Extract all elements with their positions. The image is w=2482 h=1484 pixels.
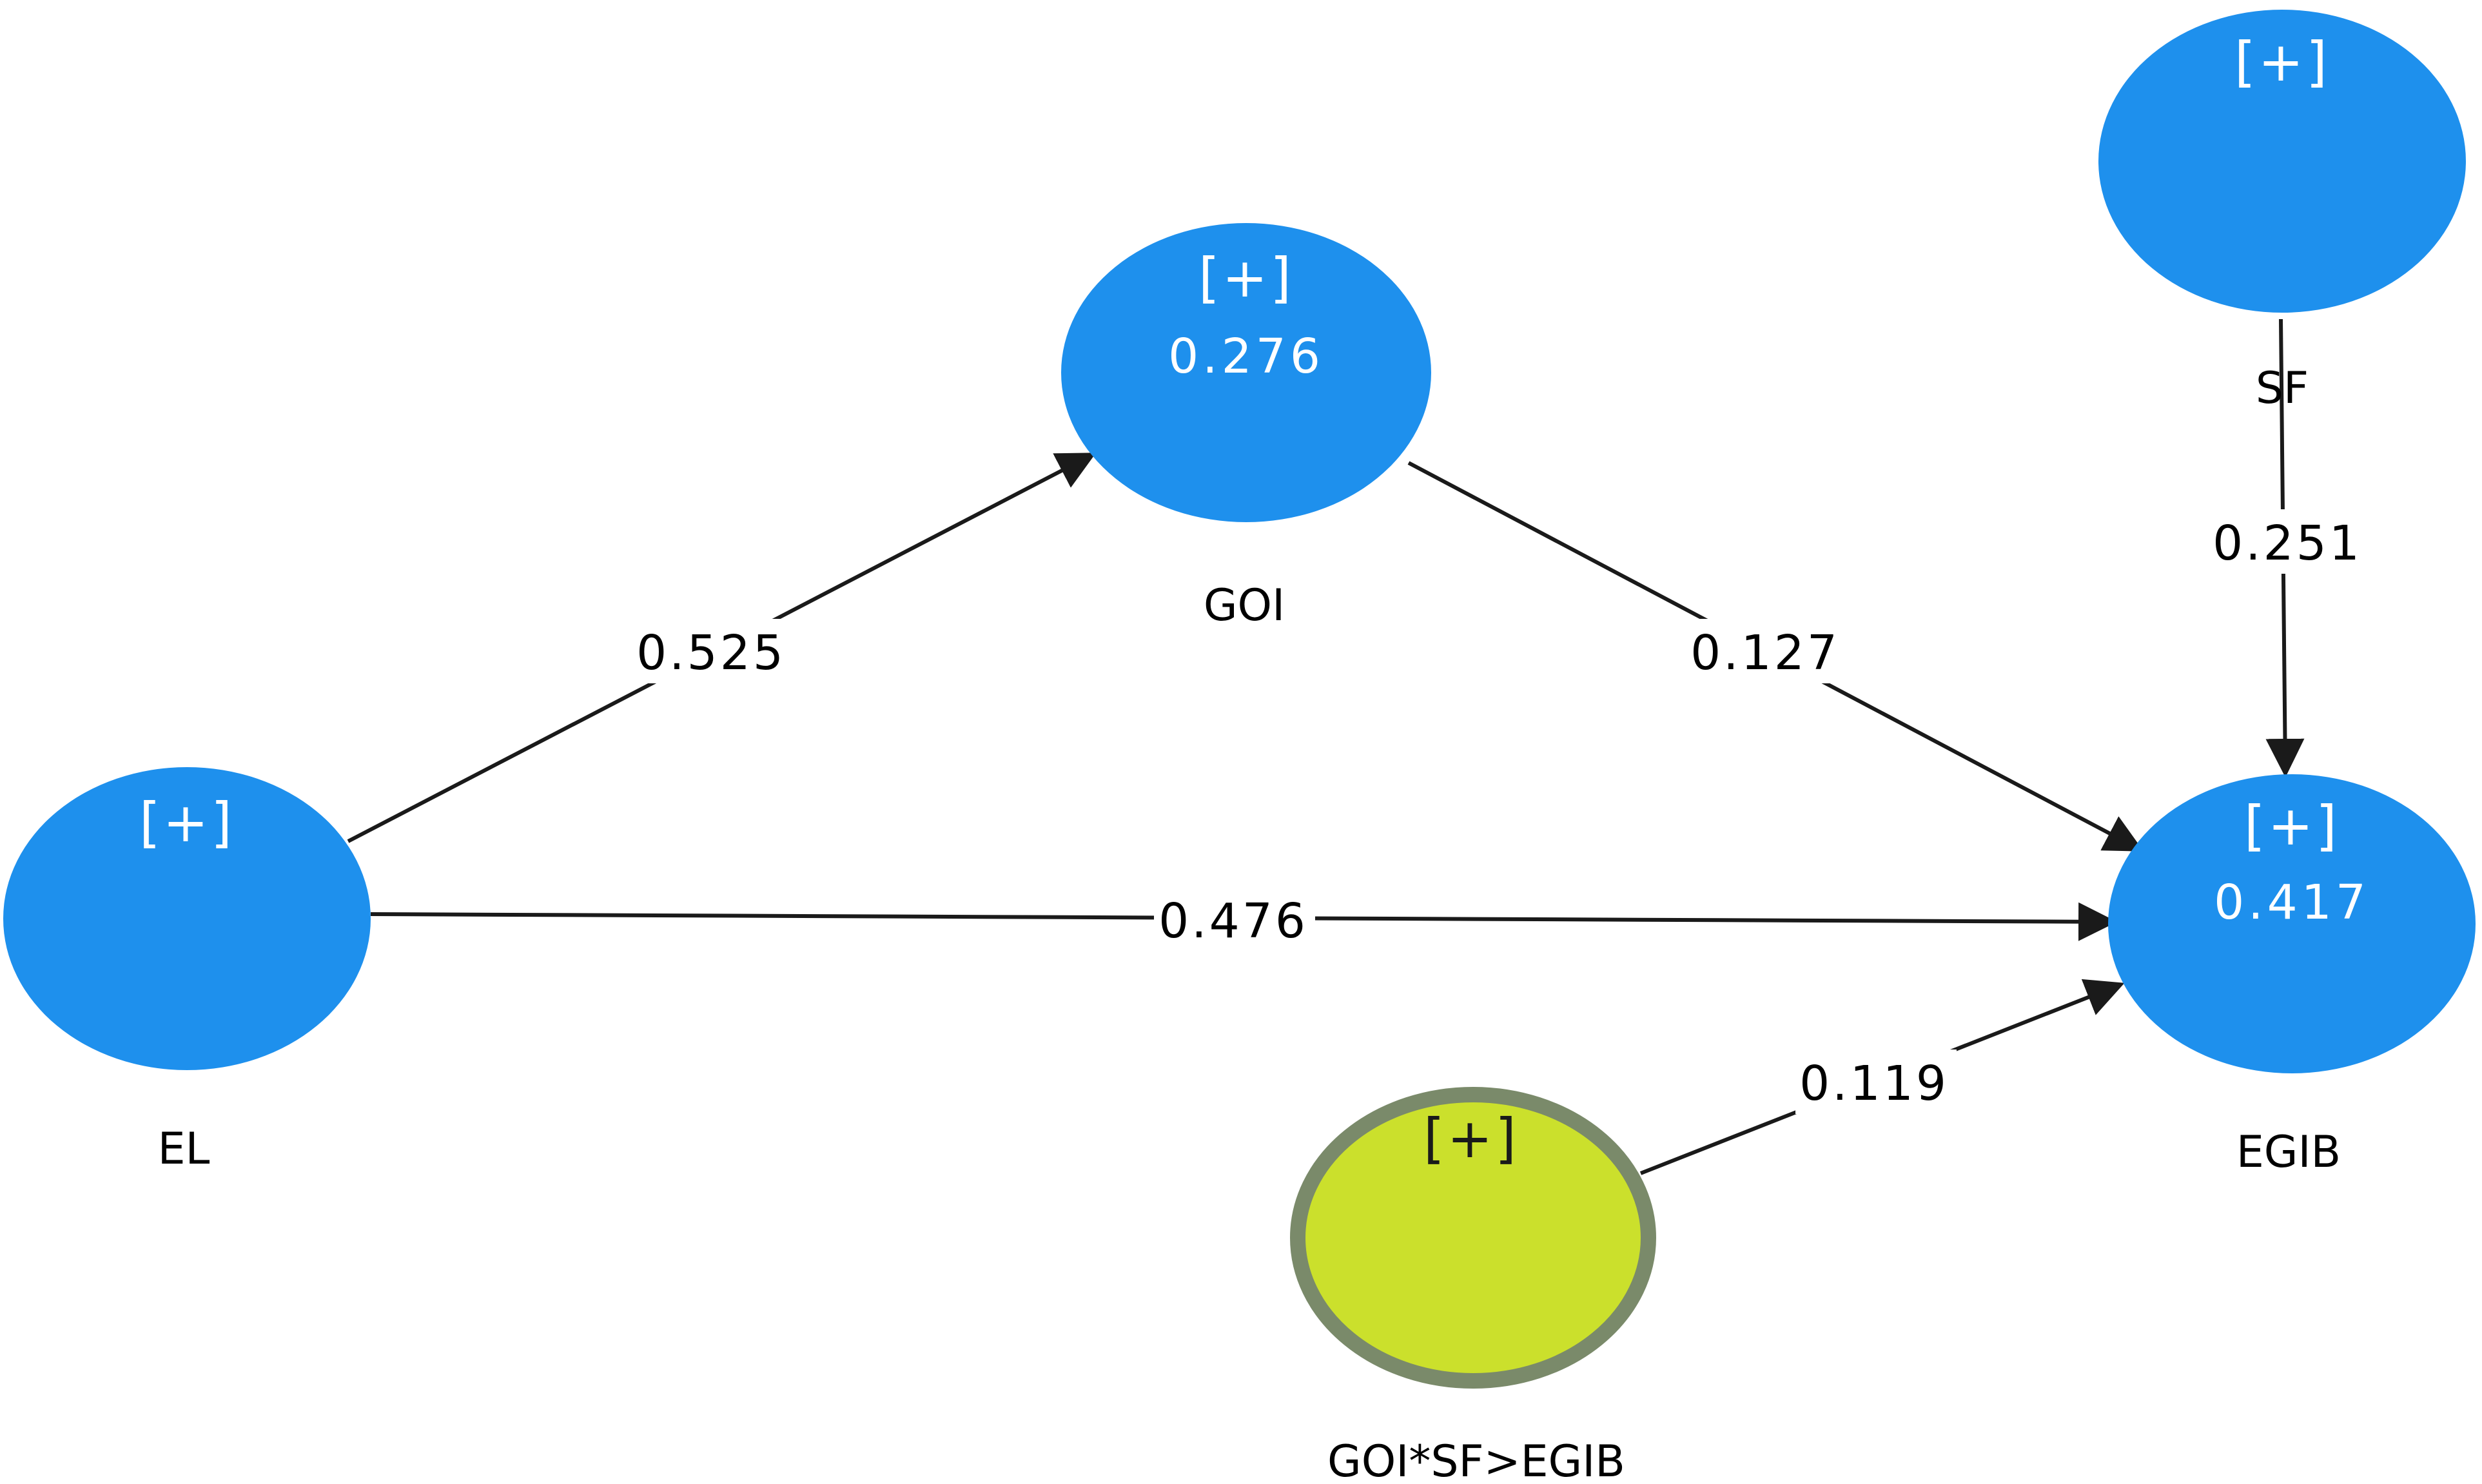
construct-el-label: EL	[158, 1124, 210, 1175]
path-moderator-to-egib[interactable]: 0.119	[1639, 979, 2125, 1175]
construct-el[interactable]: [+] EL	[3, 767, 371, 1175]
construct-egib-ellipse[interactable]	[2108, 774, 2476, 1073]
edge-label-bg	[2198, 509, 2372, 574]
edge-label-bg	[1683, 619, 1850, 683]
path-el-to-egib[interactable]: 0.476	[370, 888, 2117, 953]
r-squared-value: 0.276	[1168, 329, 1324, 384]
expand-icon[interactable]: [+]	[2234, 30, 2330, 93]
edge-label-bg	[1795, 1050, 1957, 1114]
coefficient-sf-egib: 0.251	[2213, 516, 2362, 571]
expand-icon[interactable]: [+]	[1198, 246, 1294, 309]
construct-goi-label: GOI	[1204, 580, 1285, 631]
expand-icon[interactable]: [+]	[2244, 794, 2340, 857]
construct-sf-ellipse[interactable]	[2098, 10, 2466, 313]
moderator-ellipse[interactable]	[1290, 1087, 1656, 1389]
expand-icon[interactable]: [+]	[139, 791, 235, 854]
coefficient-el-goi: 0.525	[636, 625, 786, 681]
coefficient-el-egib: 0.476	[1158, 893, 1308, 949]
r-squared-value: 0.417	[2214, 875, 2370, 930]
construct-egib[interactable]: [+] 0.417 EGIB	[2108, 774, 2476, 1178]
construct-egib-label: EGIB	[2236, 1127, 2341, 1178]
construct-goi[interactable]: [+] 0.276 GOI	[1061, 223, 1431, 631]
construct-el-ellipse[interactable]	[3, 767, 371, 1070]
expand-icon[interactable]: [+]	[1423, 1107, 1519, 1170]
construct-sf[interactable]: [+] SF	[2098, 10, 2466, 414]
path-el-to-goi[interactable]: 0.525	[347, 453, 1097, 843]
coefficient-goi-egib: 0.127	[1690, 625, 1840, 681]
coefficient-moderator-egib: 0.119	[1799, 1056, 1949, 1111]
construct-goi-ellipse[interactable]	[1061, 223, 1431, 522]
edge-label-bg	[632, 619, 799, 683]
path-sf-to-egib[interactable]: 0.251	[2198, 318, 2372, 777]
construct-sf-label: SF	[2256, 363, 2309, 414]
edge-label-bg	[1154, 888, 1315, 953]
moderator-construct[interactable]: [+] GOI*SF>EGIB	[1290, 1087, 1656, 1484]
path-goi-to-egib[interactable]: 0.127	[1407, 461, 2144, 852]
moderator-label: GOI*SF>EGIB	[1327, 1436, 1625, 1484]
